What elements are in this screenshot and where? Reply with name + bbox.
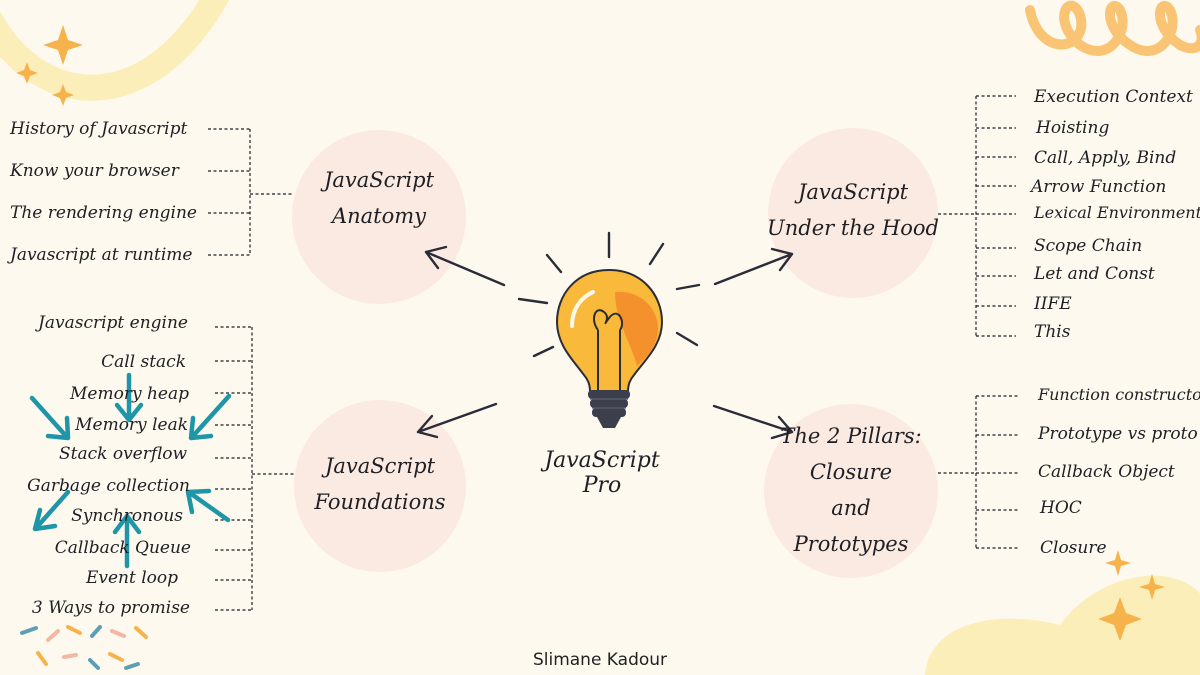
decor-swirl-top-left bbox=[0, 0, 230, 101]
pillars-title-line3: and bbox=[831, 496, 871, 520]
foundations-title-line1: JavaScript bbox=[324, 454, 436, 478]
foundations-item: Call stack bbox=[101, 352, 186, 372]
author-credit: Slimane Kadour bbox=[532, 650, 668, 670]
anatomy-title: JavaScript Anatomy bbox=[292, 162, 466, 234]
pillars-title-line2: Closure bbox=[809, 460, 893, 484]
hood-item: Hoisting bbox=[1036, 118, 1110, 138]
anatomy-item: The rendering engine bbox=[10, 203, 197, 223]
anatomy-item: History of Javascript bbox=[10, 119, 188, 139]
arrow-to-hood bbox=[713, 247, 794, 286]
foundations-item: Callback Queue bbox=[54, 538, 191, 558]
ray-right bbox=[675, 283, 701, 291]
foundations-item: Javascript engine bbox=[38, 313, 188, 333]
anatomy-title-line2: Anatomy bbox=[331, 204, 427, 228]
hood-item: This bbox=[1034, 322, 1071, 342]
foundations-item: 3 Ways to promise bbox=[31, 598, 190, 618]
decor-scribble-top-right bbox=[1025, 0, 1200, 56]
anatomy-item: Javascript at runtime bbox=[10, 245, 193, 265]
hood-title-line1: JavaScript bbox=[797, 180, 909, 204]
pillars-bracket bbox=[938, 395, 1018, 549]
anatomy-bracket bbox=[208, 128, 292, 256]
sparkle-icon bbox=[16, 62, 38, 84]
pillars-title: The 2 Pillars: Closure and Prototypes bbox=[764, 418, 938, 562]
foundations-title: JavaScript Foundations bbox=[294, 448, 466, 520]
foundations-item: Synchronous bbox=[71, 506, 183, 526]
pillars-item: HOC bbox=[1040, 498, 1082, 518]
foundations-item: Event loop bbox=[85, 568, 178, 588]
anatomy-node-circle bbox=[292, 130, 466, 304]
hood-item: Let and Const bbox=[1034, 264, 1155, 284]
sparkle-icon bbox=[1139, 574, 1165, 600]
anatomy-title-line1: JavaScript bbox=[323, 168, 435, 192]
center-title: JavaScript Pro bbox=[544, 448, 660, 498]
decor-blob-bottom-right bbox=[925, 575, 1200, 675]
hood-title: JavaScript Under the Hood bbox=[758, 174, 948, 246]
pillars-item: Callback Object bbox=[1038, 462, 1175, 482]
pillars-node-circle bbox=[764, 404, 938, 578]
foundations-item: Garbage collection bbox=[27, 476, 190, 496]
pillars-item: Closure bbox=[1040, 538, 1107, 558]
arrow-to-pillars bbox=[712, 404, 794, 440]
teal-arrows bbox=[29, 372, 232, 569]
arrow-to-anatomy bbox=[424, 245, 506, 287]
hood-bracket bbox=[938, 95, 1016, 337]
foundations-title-line2: Foundations bbox=[314, 490, 446, 514]
hood-item: IIFE bbox=[1034, 294, 1072, 314]
hood-item: Lexical Environment bbox=[1034, 203, 1200, 222]
foundations-item: Stack overflow bbox=[59, 444, 187, 464]
anatomy-item: Know your browser bbox=[10, 161, 179, 181]
ray-bottom-left bbox=[532, 345, 555, 358]
ray-top-right bbox=[648, 242, 665, 266]
foundations-item: Memory leak bbox=[75, 415, 188, 435]
hood-node-circle bbox=[768, 128, 938, 298]
light-bulb-icon bbox=[555, 268, 664, 428]
foundations-node-circle bbox=[294, 400, 466, 572]
ray-bottom-right bbox=[675, 331, 699, 347]
hood-item: Execution Context bbox=[1034, 87, 1193, 107]
sparkle-icon bbox=[1098, 597, 1142, 641]
hood-item: Call, Apply, Bind bbox=[1034, 148, 1177, 168]
sparkle-icon bbox=[43, 25, 83, 65]
ray-left bbox=[517, 297, 549, 305]
sparkle-icon bbox=[1105, 550, 1131, 576]
pillars-title-line4: Prototypes bbox=[793, 532, 909, 556]
hood-item: Scope Chain bbox=[1034, 236, 1143, 256]
arrow-to-foundations bbox=[416, 402, 498, 439]
hood-item: Arrow Function bbox=[1031, 177, 1167, 197]
foundations-bracket bbox=[215, 326, 294, 611]
sparkle-icon bbox=[52, 84, 74, 106]
confetti bbox=[20, 625, 148, 670]
pillars-item: Function constructor bbox=[1038, 385, 1200, 404]
pillars-title-line1: The 2 Pillars: bbox=[780, 424, 922, 448]
hood-title-line2: Under the Hood bbox=[767, 216, 939, 240]
pillars-item: Prototype vs proto bbox=[1038, 424, 1198, 444]
ray-top-left bbox=[545, 253, 563, 274]
foundations-item: Memory heap bbox=[70, 384, 189, 404]
